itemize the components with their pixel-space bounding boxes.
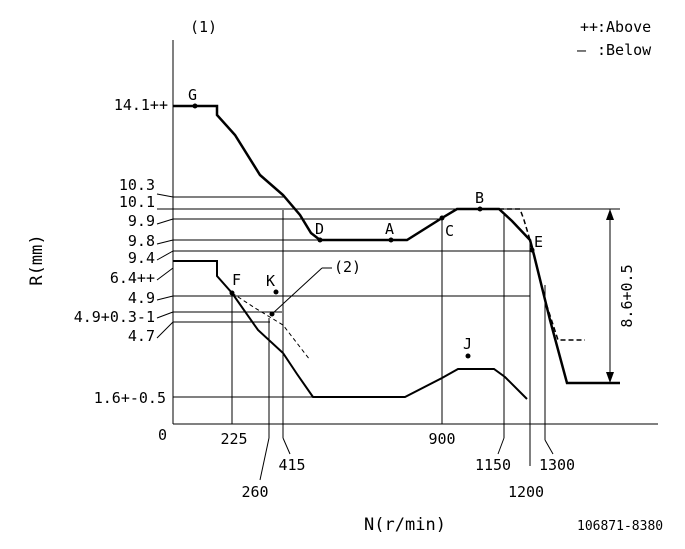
point-label-E: E [534,233,543,251]
x-tick-label: 900 [428,430,455,448]
point-marker-G [192,103,198,109]
dimension-arrow-bottom [606,372,614,383]
y-tick-label: 4.7 [128,327,155,345]
y-tick-label: 10.1 [119,193,155,211]
point-marker-A [388,237,394,243]
point-label-J: J [463,335,472,353]
y-leader [156,311,174,319]
x-leader [282,437,291,455]
y-leader [156,250,174,261]
y-tick-label: 9.4 [128,249,155,267]
y-tick-label: 1.6+-0.5 [94,389,166,407]
curve-lower [173,260,528,400]
x-leader [497,437,505,455]
callout-label: (2) [334,258,361,276]
point-marker-F [229,290,235,296]
x-leader [544,439,554,455]
y-leader [156,239,174,245]
y-leader [156,321,174,339]
point-label-D: D [315,220,324,238]
point-marker-C [439,215,445,221]
y-tick-label: 14.1++ [114,96,168,114]
y-tick-label: 10.3 [119,176,155,194]
point-label-K: K [266,272,275,290]
y-tick-label: 9.9 [128,212,155,230]
legend-below-text: :Below [597,41,652,59]
curve-upper [173,104,620,385]
legend-above-symbol: ++ [580,18,598,36]
point-marker-B [477,206,483,212]
point-marker-J [465,353,471,359]
legend-below-symbol: — [577,41,587,59]
dimension-label: 8.6+0.5 [618,264,636,327]
y-axis-title: R(mm) [27,234,47,285]
y-leader [156,295,174,301]
point-label-B: B [475,189,484,207]
callout-leader [271,267,323,315]
point-marker-K [273,289,279,295]
point-label-A: A [385,220,394,238]
x-tick-label: 1200 [508,483,544,501]
x-axis-title: N(r/min) [364,515,446,535]
x-tick-label: 1300 [539,456,575,474]
y-tick-label: 9.8 [128,232,155,250]
x-tick-label: 260 [241,483,268,501]
x-tick-label: 225 [220,430,247,448]
x-tick-label: 415 [278,456,305,474]
point-marker-E [529,247,535,253]
x-tick-label: 1150 [475,456,511,474]
y-tick-label: 6.4++ [110,269,155,287]
dimension-arrow-top [606,209,614,220]
point-label-G: G [188,86,197,104]
drawing-code: 106871-8380 [577,519,663,534]
y-leader [156,267,174,281]
point-label-F: F [232,271,241,289]
point-marker-D [317,237,323,243]
y-tick-label: 4.9 [128,289,155,307]
x-leader [259,437,270,481]
legend-above-text: :Above [597,18,651,36]
y-leader [156,218,174,225]
y-leader [156,193,174,198]
curve-below-lower [231,292,311,361]
chart-title: (1) [190,18,217,36]
curve-below-upper [499,208,585,341]
y-tick-label: 4.9+0.3-1 [74,308,155,326]
point-label-C: C [445,222,454,240]
x-origin-label: 0 [158,426,167,444]
